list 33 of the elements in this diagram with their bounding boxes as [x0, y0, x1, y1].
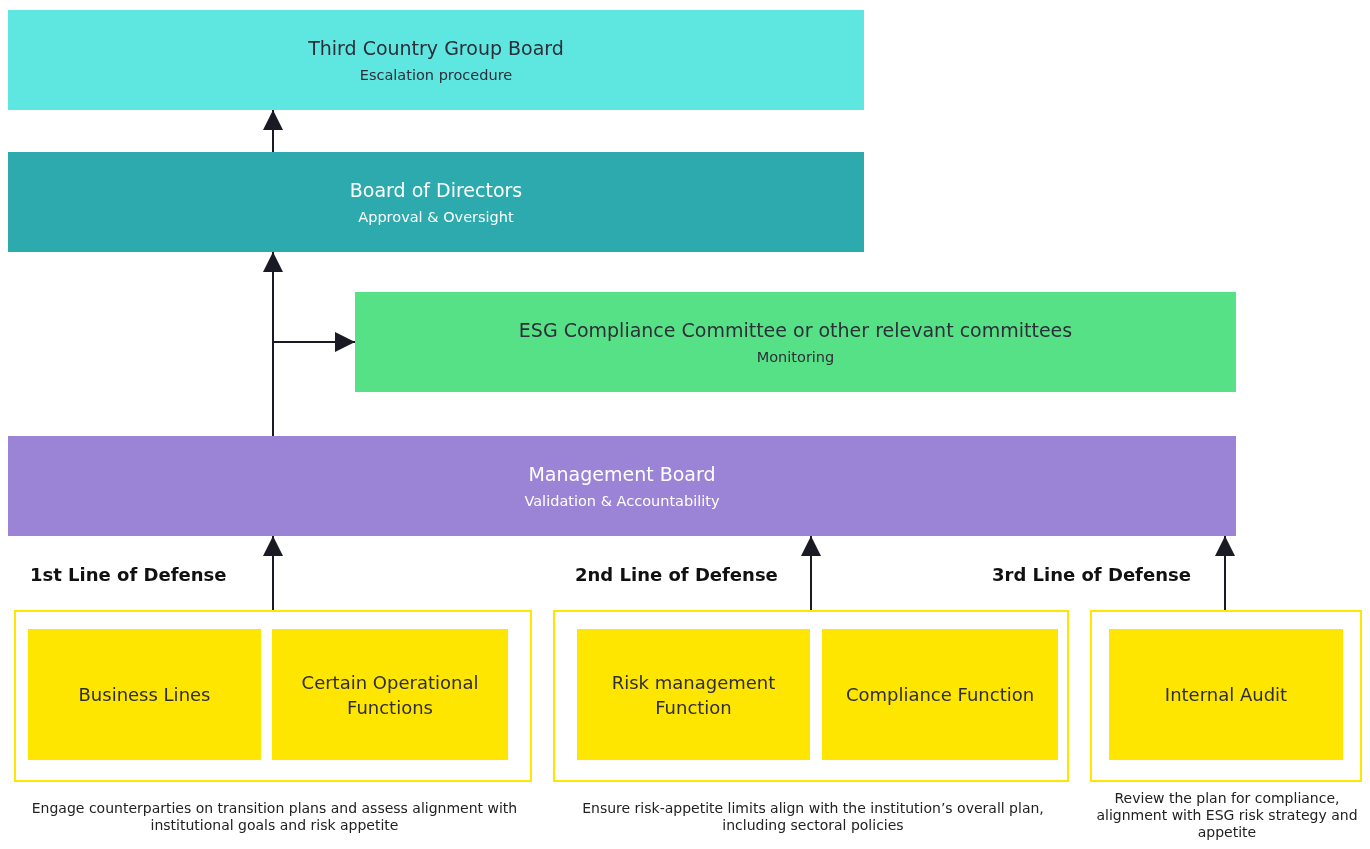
arrow — [263, 535, 283, 611]
title-text: Business Lines — [77, 683, 212, 707]
function-box — [577, 629, 810, 760]
description-text: Ensure risk-appetite limits align with the institution’s overall plan, including sectoral policies — [581, 800, 1045, 834]
group-heading: 2nd Line of Defense — [575, 564, 778, 585]
title-text: Risk management Function — [610, 670, 777, 720]
arrow — [272, 332, 356, 437]
subtitle-text: Approval & Oversight — [358, 209, 514, 225]
title-text: ESG Compliance Committee or other relevant committees — [518, 319, 1073, 341]
arrow — [1215, 535, 1235, 611]
board-box — [8, 436, 1236, 536]
title-text: Board of Directors — [349, 179, 523, 201]
subtitle-text: Escalation procedure — [359, 67, 513, 83]
title-text: Third Country Group Board — [308, 37, 564, 59]
function-box — [1109, 629, 1343, 760]
description-text: Review the plan for compliance, alignment with ESG risk strategy and appetite — [1095, 790, 1359, 841]
arrow — [263, 109, 283, 153]
board-box — [8, 10, 864, 110]
subtitle-text: Validation & Accountability — [524, 493, 720, 509]
arrow — [801, 535, 821, 611]
board-box — [8, 152, 864, 252]
subtitle-text: Monitoring — [756, 349, 835, 365]
title-text: Internal Audit — [1163, 683, 1289, 707]
function-box — [28, 629, 261, 760]
title-text: Compliance Function — [844, 683, 1036, 707]
description-text: Engage counterparties on transition plans and assess alignment with institutional goals and risk appetite — [30, 800, 519, 834]
function-box — [822, 629, 1058, 760]
title-text: Certain Operational Functions — [300, 670, 480, 720]
group-heading: 1st Line of Defense — [30, 564, 227, 585]
title-text: Management Board — [528, 463, 716, 485]
function-box — [272, 629, 508, 760]
group-heading: 3rd Line of Defense — [992, 564, 1191, 585]
committee-box — [355, 292, 1236, 392]
